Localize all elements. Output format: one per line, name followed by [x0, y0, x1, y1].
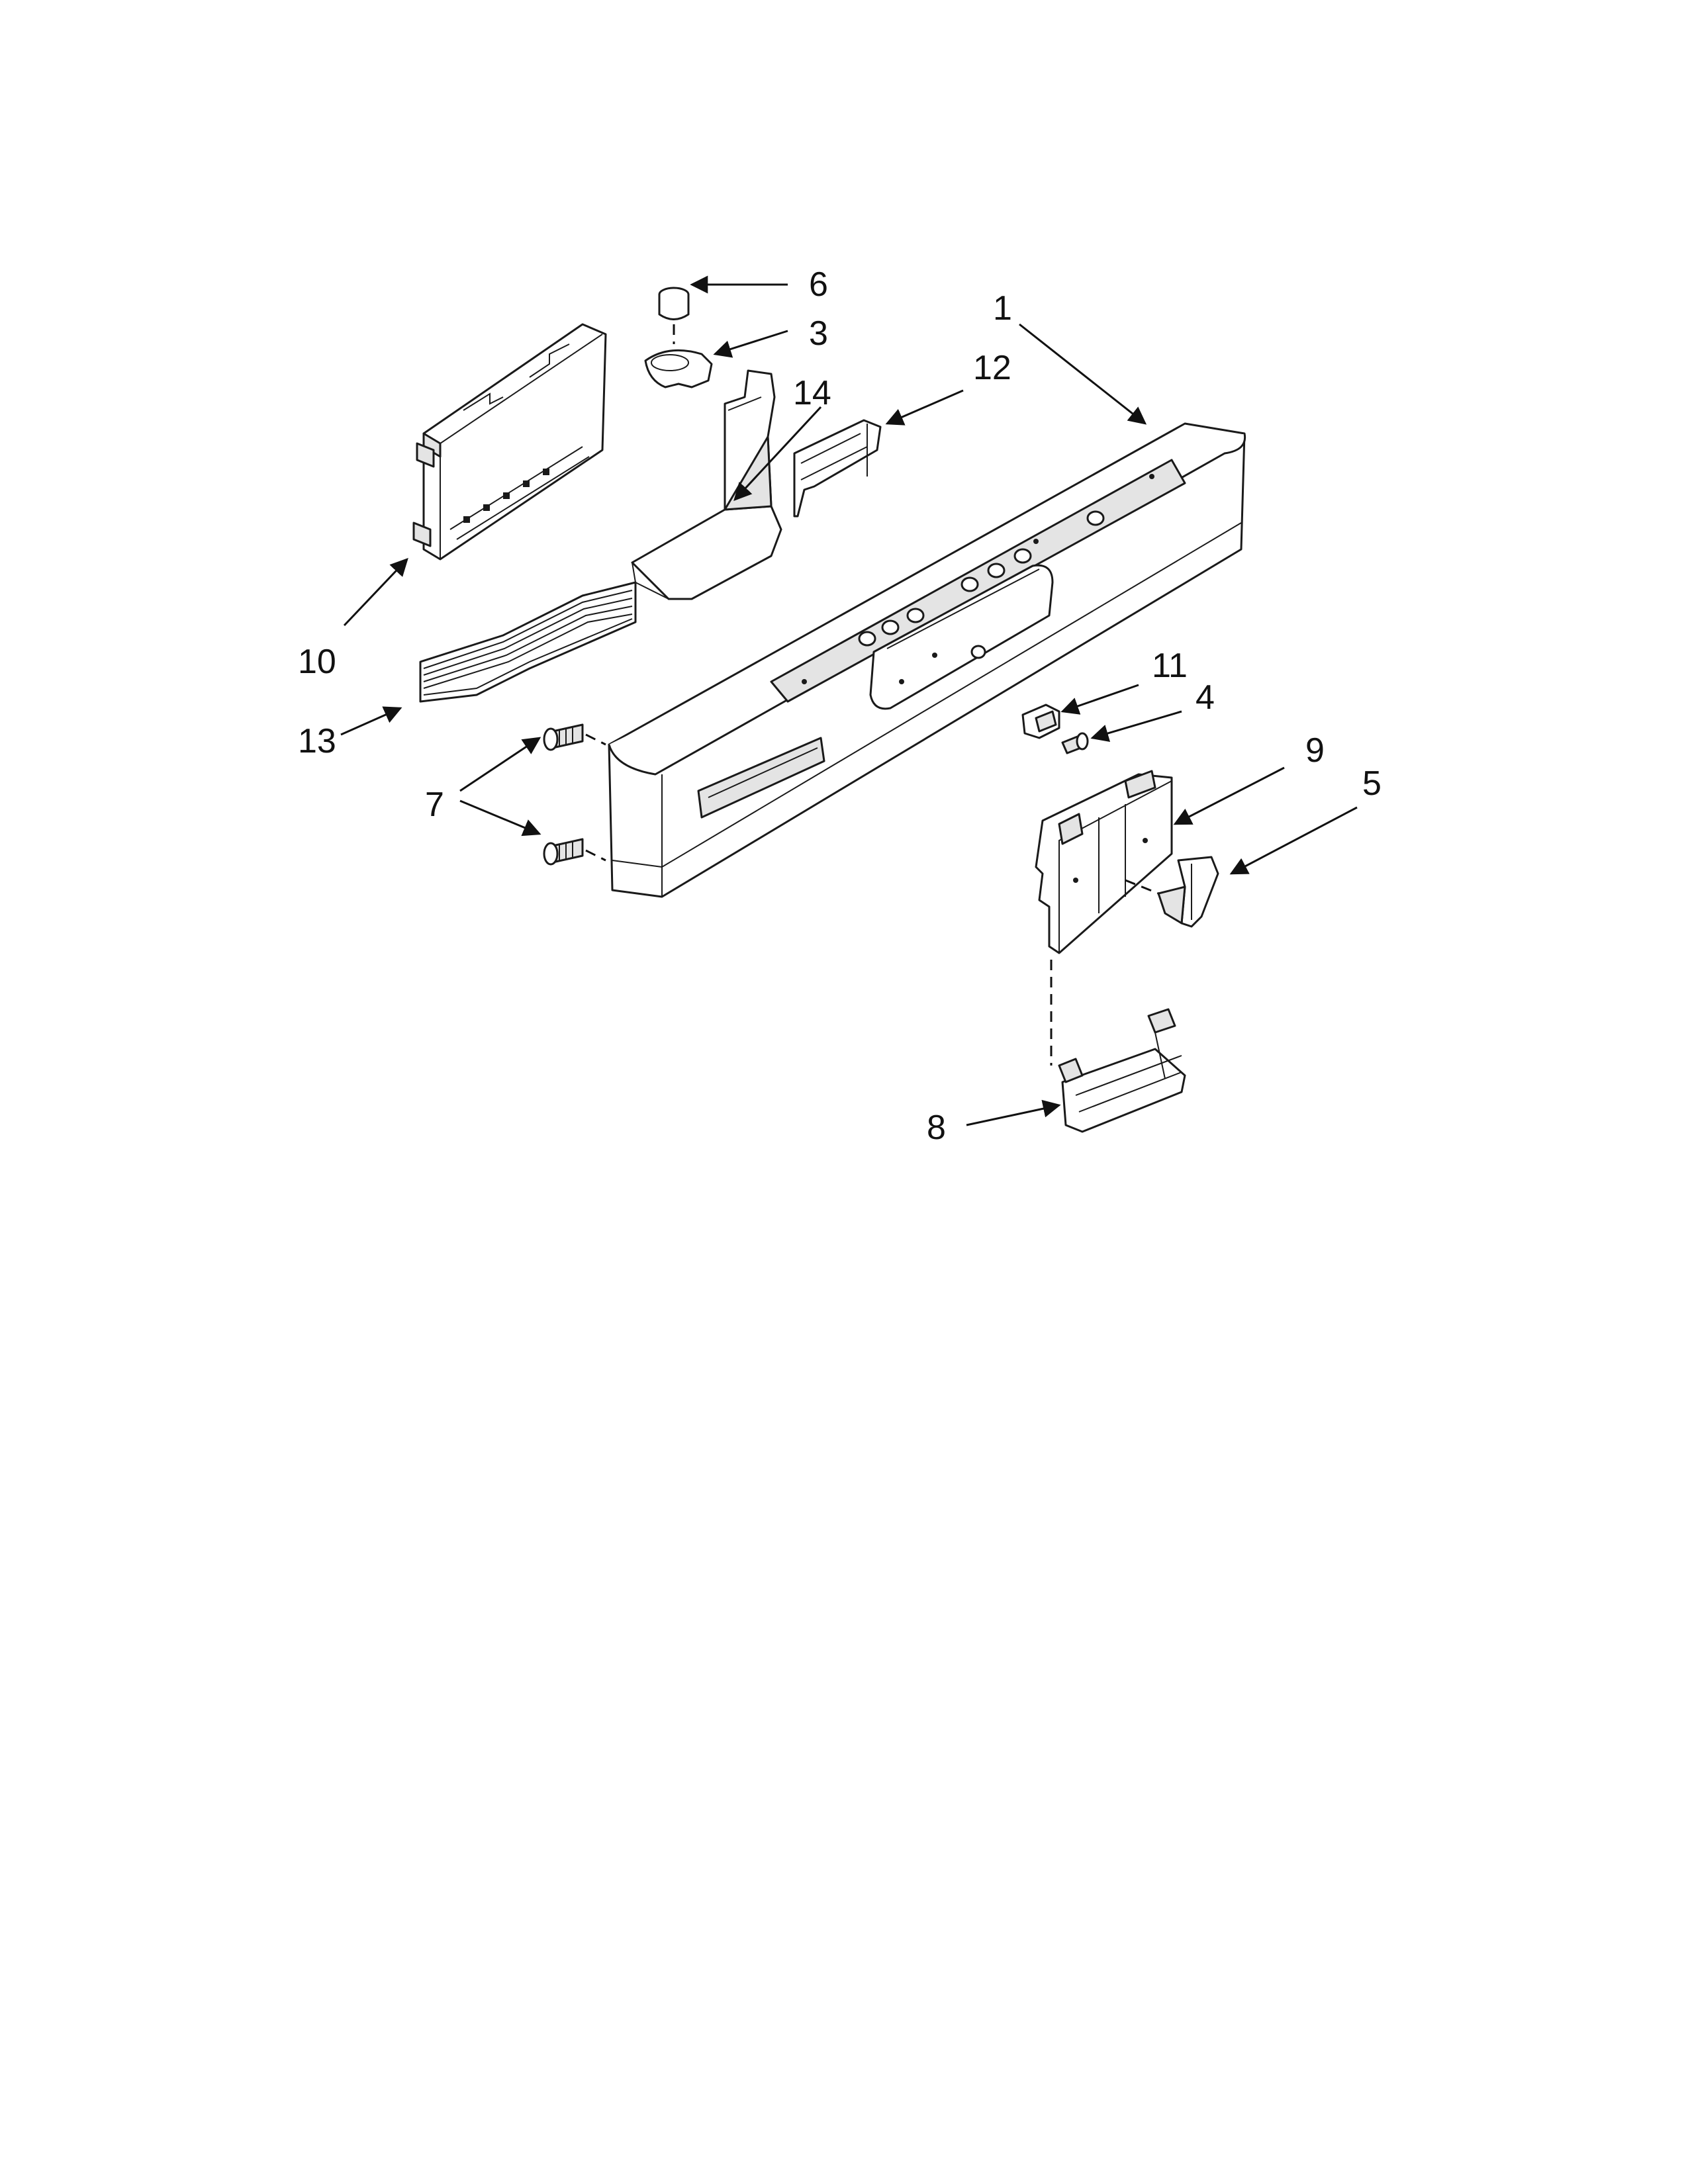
ribbon-cable	[419, 581, 637, 703]
callout-11: 11	[1152, 647, 1188, 685]
leader-lines	[340, 275, 1358, 1126]
screw-upper	[543, 723, 606, 751]
callout-6: 6	[809, 265, 828, 304]
connector-bracket	[793, 419, 882, 518]
mounting-bracket	[1035, 770, 1173, 1066]
dispenser-housing	[631, 369, 782, 600]
knob-holder	[644, 349, 713, 388]
bottom-bracket	[1058, 1008, 1186, 1133]
callout-12: 12	[973, 349, 1011, 387]
callout-10: 10	[298, 643, 336, 681]
callout-7: 7	[425, 786, 444, 824]
control-buttons	[802, 474, 1154, 684]
callout-1: 1	[993, 289, 1012, 328]
latch-clip	[1021, 704, 1060, 739]
callout-14: 14	[793, 374, 831, 412]
callout-3: 3	[809, 314, 828, 353]
knob	[658, 287, 690, 344]
control-board	[412, 323, 607, 561]
screw-lower	[543, 838, 606, 866]
callout-5: 5	[1362, 764, 1382, 803]
callout-9: 9	[1305, 731, 1325, 770]
callout-8: 8	[927, 1109, 946, 1147]
callout-13: 13	[298, 722, 336, 760]
control-panel-console	[608, 422, 1246, 898]
small-screw	[1061, 732, 1089, 754]
hinge-bracket	[1157, 856, 1219, 928]
callout-4: 4	[1196, 678, 1215, 717]
